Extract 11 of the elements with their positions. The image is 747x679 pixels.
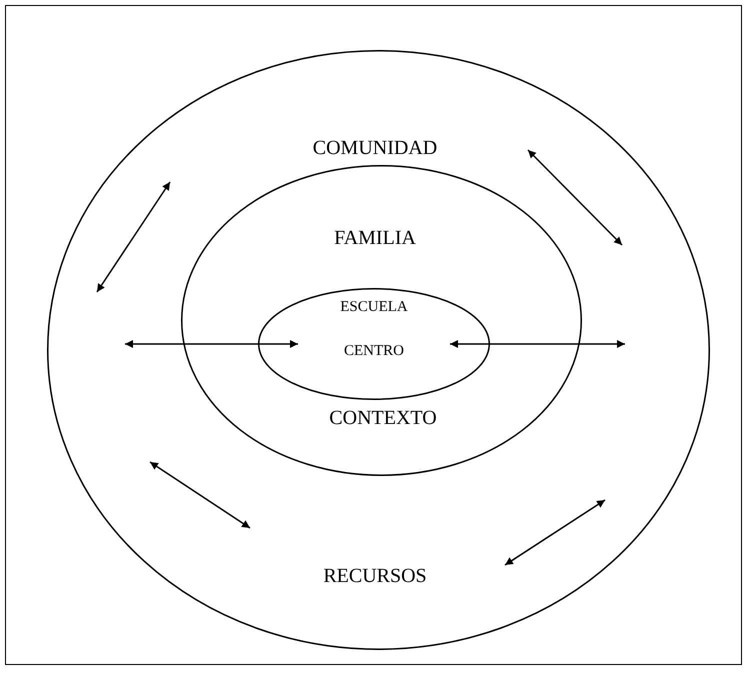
- node-label: COMUNIDAD: [312, 138, 438, 158]
- outer-ellipse: [47, 50, 710, 650]
- node-label: CONTEXTO: [329, 408, 437, 428]
- inner-ellipse: [258, 288, 490, 400]
- node-label: ESCUELA: [340, 300, 408, 315]
- middle-ellipse: [181, 165, 582, 476]
- double-arrow: [450, 340, 625, 348]
- node-label: CENTRO: [344, 344, 404, 359]
- node-label: FAMILIA: [334, 228, 416, 248]
- node-label: RECURSOS: [323, 566, 427, 586]
- double-arrow: [125, 340, 298, 348]
